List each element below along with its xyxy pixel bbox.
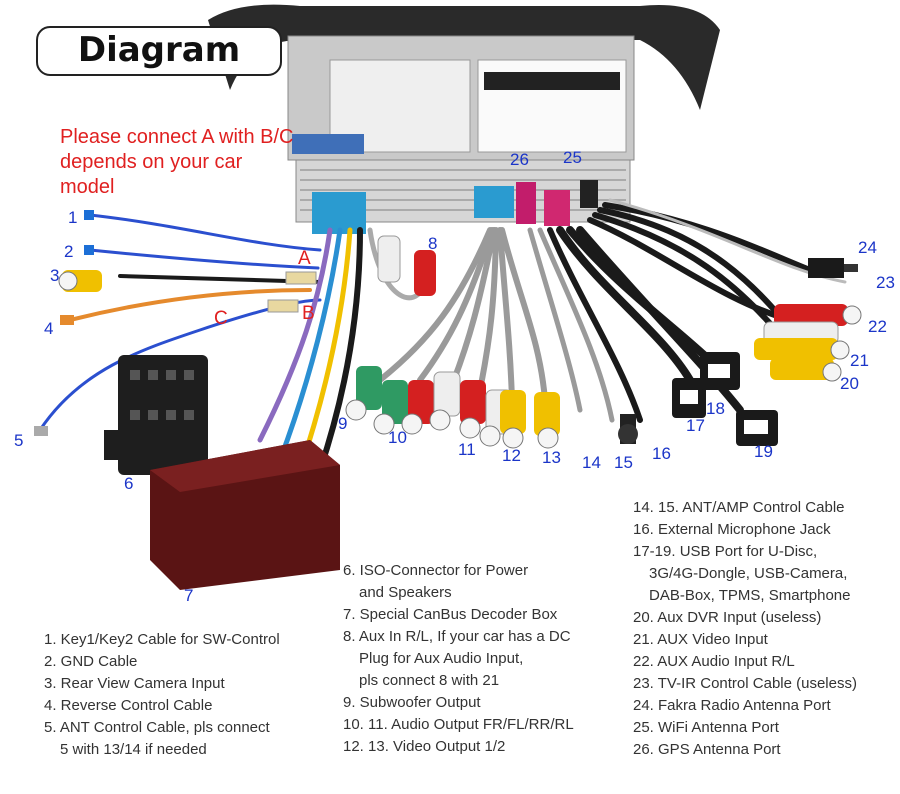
canbus-decoder-box xyxy=(150,440,340,590)
legend-left: 1. Key1/Key2 Cable for SW-Control 2. GND… xyxy=(44,629,280,761)
callout-20: 20 xyxy=(840,374,859,393)
callout-24: 24 xyxy=(858,238,877,257)
legend-right: 14. 15. ANT/AMP Control Cable 16. Extern… xyxy=(633,497,857,761)
callout-6: 6 xyxy=(124,474,134,493)
callout-22: 22 xyxy=(868,317,887,336)
legend-item: 16. External Microphone Jack xyxy=(633,521,831,538)
connect-note: Please connect A with B/C depends on you… xyxy=(60,126,294,198)
callout-9: 9 xyxy=(338,414,348,433)
legend-item: 12. 13. Video Output 1/2 xyxy=(343,738,506,755)
legend-item: 20. Aux DVR Input (useless) xyxy=(633,609,822,626)
callout-13: 13 xyxy=(542,448,561,467)
legend-item: 24. Fakra Radio Antenna Port xyxy=(633,697,831,714)
callout-2: 2 xyxy=(64,242,74,261)
legend-item: 23. TV-IR Control Cable (useless) xyxy=(633,675,857,692)
letter-b: B xyxy=(302,303,315,324)
legend-item: 10. 11. Audio Output FR/FL/RR/RL xyxy=(343,716,574,733)
callout-18: 18 xyxy=(706,399,725,418)
legend-item: 1. Key1/Key2 Cable for SW-Control xyxy=(44,631,280,648)
legend-item: 4. Reverse Control Cable xyxy=(44,697,213,714)
legend-item: 9. Subwoofer Output xyxy=(343,694,481,711)
legend-item: 3. Rear View Camera Input xyxy=(44,675,225,692)
legend-item: 14. 15. ANT/AMP Control Cable xyxy=(633,499,845,516)
callout-1: 1 xyxy=(68,208,78,227)
legend-item: 8. Aux In R/L, If your car has a DC xyxy=(343,628,571,645)
callout-7: 7 xyxy=(184,586,194,605)
callout-23: 23 xyxy=(876,273,895,292)
rca-plugs-9-13 xyxy=(345,366,560,449)
callout-21: 21 xyxy=(850,351,869,370)
callout-12: 12 xyxy=(502,446,521,465)
fakra-antenna-plug xyxy=(808,258,858,278)
letter-c: C xyxy=(214,308,228,329)
head-unit xyxy=(287,35,635,234)
rca-plug-8 xyxy=(377,235,436,296)
legend-item: DAB-Box, TPMS, Smartphone xyxy=(649,587,851,604)
legend-item: 5 with 13/14 if needed xyxy=(60,741,207,758)
dash-bezel xyxy=(208,4,720,110)
legend-item: 25. WiFi Antenna Port xyxy=(633,719,779,736)
callout-15: 15 xyxy=(614,453,633,472)
legend-item: 17-19. USB Port for U-Disc, xyxy=(633,543,818,560)
legend-middle: 6. ISO-Connector for Power and Speakers … xyxy=(343,560,574,758)
callout-11: 11 xyxy=(458,440,476,459)
legend-item: 6. ISO-Connector for Power xyxy=(343,562,529,579)
diagram-title-badge: Diagram xyxy=(36,26,282,76)
legend-item: 7. Special CanBus Decoder Box xyxy=(343,606,558,623)
legend-item: 22. AUX Audio Input R/L xyxy=(633,653,795,670)
callout-26: 26 xyxy=(510,150,529,169)
callout-4: 4 xyxy=(44,319,54,338)
diagram-title: Diagram xyxy=(77,30,241,70)
usb-ports xyxy=(672,352,778,446)
callout-3: 3 xyxy=(50,266,60,285)
legend-item: 26. GPS Antenna Port xyxy=(633,741,781,758)
iso-connector xyxy=(104,355,208,475)
cables xyxy=(38,198,847,473)
rca-plug-3 xyxy=(58,270,102,292)
legend-item: and Speakers xyxy=(359,584,452,601)
legend-item: 5. ANT Control Cable, pls connect xyxy=(44,719,270,736)
letter-a: A xyxy=(298,248,311,269)
callout-14: 14 xyxy=(582,453,601,472)
legend-item: Plug for Aux Audio Input, xyxy=(359,650,524,667)
terminals xyxy=(34,210,317,436)
legend-item: 2. GND Cable xyxy=(44,653,138,670)
callout-25: 25 xyxy=(563,148,582,167)
legend-item: 3G/4G-Dongle, USB-Camera, xyxy=(649,565,848,582)
callout-17: 17 xyxy=(686,416,705,435)
callout-10: 10 xyxy=(388,428,407,447)
callout-16: 16 xyxy=(652,444,671,463)
callout-19: 19 xyxy=(754,442,773,461)
legend-item: 21. AUX Video Input xyxy=(633,631,768,648)
mic-jack xyxy=(618,414,638,444)
rca-plugs-20-22 xyxy=(754,304,862,382)
callout-5: 5 xyxy=(14,431,24,450)
callout-8: 8 xyxy=(428,234,438,253)
legend-item: pls connect 8 with 21 xyxy=(359,672,500,689)
